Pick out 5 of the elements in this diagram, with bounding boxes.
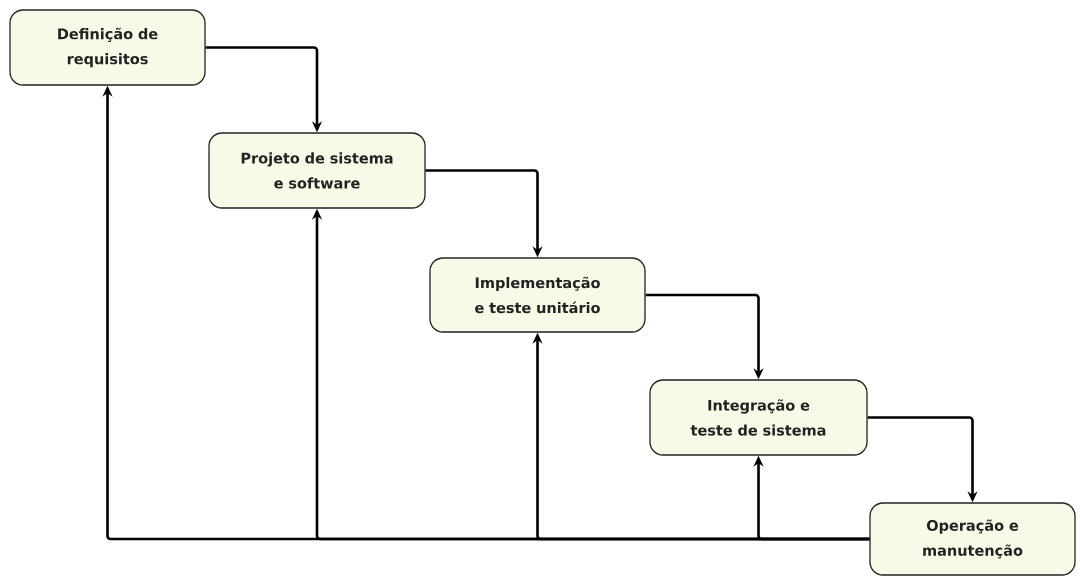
process-box: Definição de requisitos: [9, 9, 206, 86]
process-box: Integração e teste de sistema: [649, 379, 868, 456]
process-box: Projeto de sistema e software: [208, 132, 426, 209]
process-box: Implementação e teste unitário: [429, 257, 646, 333]
process-box: Operação e manutenção: [869, 502, 1076, 576]
